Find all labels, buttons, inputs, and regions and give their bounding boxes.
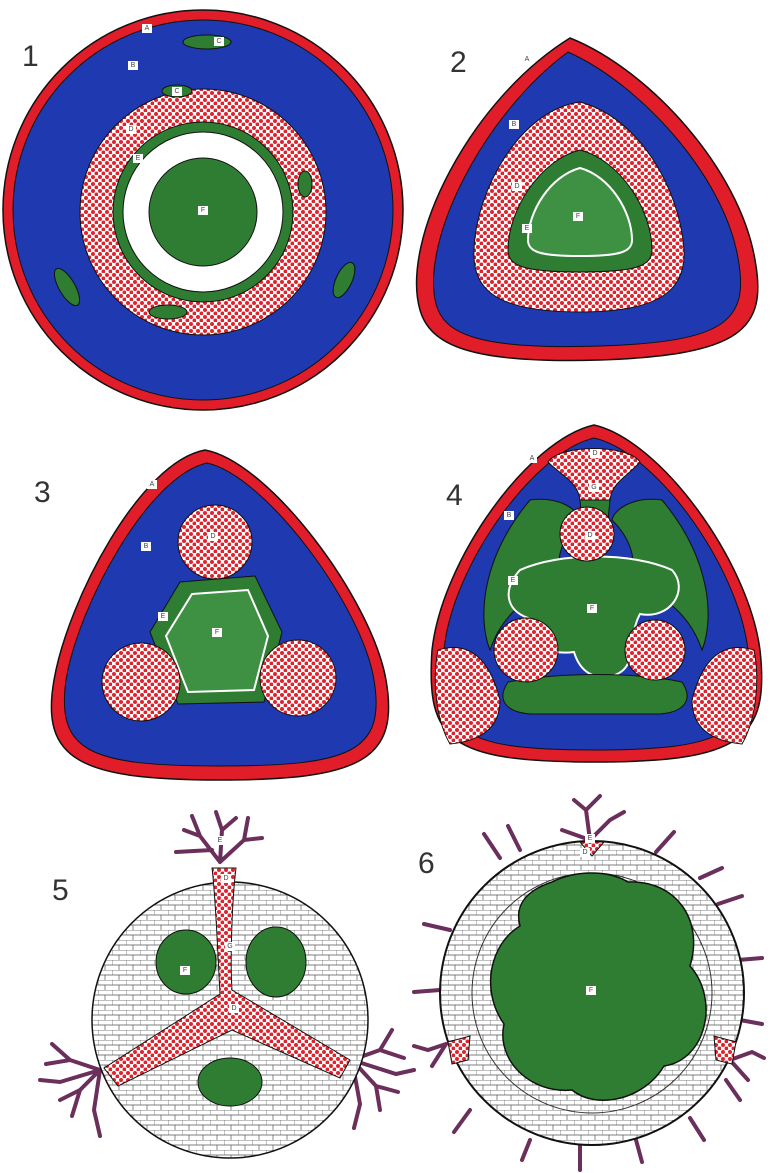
figure-5: 5 E D G F D — [40, 812, 414, 1158]
fig5-label: G — [227, 943, 232, 950]
fig4-label: D — [592, 450, 597, 457]
fig2-label: D — [514, 183, 519, 190]
fig1-label: C — [216, 38, 221, 45]
fig2-label: F — [576, 213, 580, 220]
fig5-label: F — [183, 967, 187, 974]
fig3-label: B — [144, 543, 149, 550]
fig6-label: D — [582, 849, 587, 856]
fig4-dotted-bundle — [625, 620, 685, 680]
figure-4-number: 4 — [446, 479, 463, 512]
fig1-label: E — [136, 155, 141, 162]
figure-1-number: 1 — [22, 40, 39, 73]
figure-6: 6 E D F — [414, 796, 764, 1170]
fig4-label: B — [507, 512, 512, 519]
fig4-label: E — [511, 577, 516, 584]
figure-1: 1 A B C C D E F — [3, 10, 403, 410]
fig1-label: D — [128, 126, 133, 133]
fig2-label: A — [525, 56, 530, 63]
fig3-label: E — [161, 613, 166, 620]
fig1-label: C — [174, 88, 179, 95]
figure-4: 4 A B D G D E F — [431, 425, 762, 762]
fig5-green-lobe — [246, 927, 306, 997]
fig1-green-strand — [149, 305, 187, 319]
fig1-label: A — [145, 25, 150, 32]
figure-2: 2 A B D E F — [417, 38, 758, 361]
figure-3: 3 A B D E F — [34, 450, 389, 780]
fig2-label: B — [512, 121, 517, 128]
fig3-dotted-bundle — [178, 505, 252, 579]
fig1-label: B — [131, 62, 136, 69]
fig3-label: A — [150, 481, 155, 488]
figure-2-number: 2 — [450, 46, 467, 79]
fig1-label: F — [201, 207, 205, 214]
fig4-label: A — [530, 455, 535, 462]
fig4-label: F — [590, 605, 594, 612]
fig4-label: G — [591, 484, 596, 491]
fig5-green-lobe — [156, 930, 216, 994]
fig3-label: F — [215, 629, 219, 636]
fig2-label: E — [525, 225, 530, 232]
fig4-label: D — [587, 532, 592, 539]
fig3-dotted-bundle — [260, 640, 336, 716]
fig6-label: F — [589, 987, 593, 994]
fig6-label: E — [588, 835, 593, 842]
fig5-label: D — [231, 1005, 236, 1012]
fig1-green-strand — [298, 171, 312, 197]
fig3-label: D — [210, 533, 215, 540]
figure-5-number: 5 — [52, 874, 69, 907]
fig5-label: E — [218, 837, 223, 844]
figure-6-number: 6 — [418, 847, 435, 880]
figure-3-number: 3 — [34, 476, 51, 509]
fig4-dotted-bundle — [494, 618, 558, 682]
fig3-dotted-bundle — [102, 643, 180, 721]
fig5-label: D — [223, 875, 228, 882]
fig5-green-lobe — [198, 1058, 262, 1106]
